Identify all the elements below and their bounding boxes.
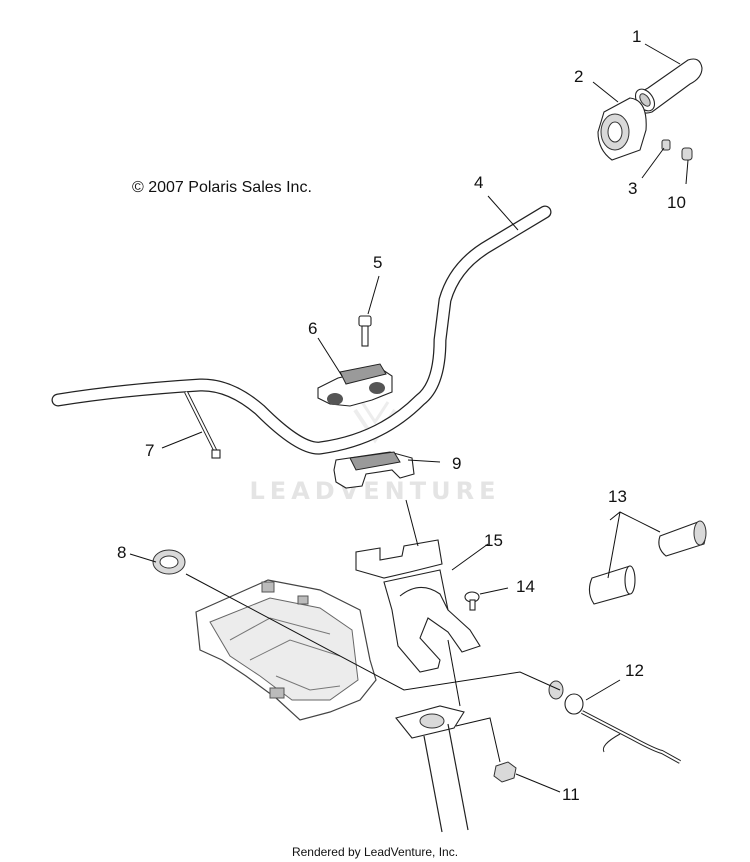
callout-10: 10 <box>667 193 686 212</box>
leader-lines <box>129 43 689 793</box>
callout-12: 12 <box>625 661 644 680</box>
part-3-screw[interactable] <box>661 139 671 151</box>
part-15-bracket[interactable] <box>355 539 481 673</box>
callout-1: 1 <box>632 27 641 46</box>
part-5-bolt[interactable] <box>358 315 372 347</box>
part-12-cable[interactable] <box>548 680 681 764</box>
callout-4: 4 <box>474 173 483 192</box>
steering-post <box>395 705 469 833</box>
part-10-nut[interactable] <box>681 147 693 161</box>
part-6-upper-clamp[interactable] <box>317 363 393 407</box>
part-7-cable-tie[interactable] <box>184 391 221 459</box>
part-9-lower-clamp[interactable] <box>333 451 415 489</box>
part-14-bolt[interactable] <box>464 591 480 611</box>
callout-13: 13 <box>608 487 627 506</box>
callout-14: 14 <box>516 577 535 596</box>
callout-11: 11 <box>562 785 580 804</box>
callout-8: 8 <box>117 543 126 562</box>
watermark-text: LEADVENTURE <box>250 477 501 505</box>
callout-9: 9 <box>452 454 461 473</box>
callout-2: 2 <box>574 67 583 86</box>
part-2-throttle-housing[interactable] <box>597 97 647 161</box>
hood-housing <box>195 579 377 721</box>
part-11-nut[interactable] <box>493 761 517 783</box>
callout-3: 3 <box>628 179 637 198</box>
part-8-grommet[interactable] <box>152 549 186 575</box>
callout-7: 7 <box>145 441 154 460</box>
part-4-handlebar[interactable] <box>51 205 552 455</box>
part-13-switch[interactable] <box>588 520 707 605</box>
footer-credit: Rendered by LeadVenture, Inc. <box>292 845 458 859</box>
callout-5: 5 <box>373 253 382 272</box>
callout-6: 6 <box>308 319 317 338</box>
callout-15: 15 <box>484 531 503 550</box>
copyright-text: © 2007 Polaris Sales Inc. <box>132 179 312 196</box>
